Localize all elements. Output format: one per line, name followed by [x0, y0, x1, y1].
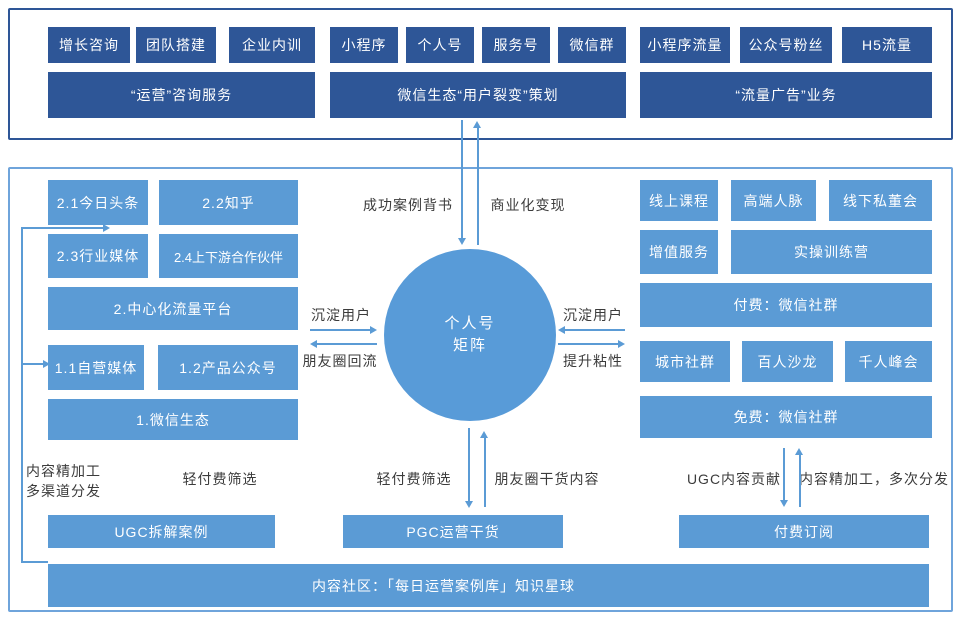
circle-text-line2: 矩阵 [452, 337, 487, 354]
personal-account-matrix-circle: 个人号 矩阵 [384, 249, 556, 421]
block-upstream-partners: 2.4上下游合作伙伴 [159, 234, 298, 278]
block-city-community: 城市社群 [640, 341, 730, 382]
label-paid-wechat-community: 付费：微信社群 [640, 283, 932, 327]
tab-h5-traffic: H5流量 [842, 27, 932, 63]
label-refine-line1: 内容精加工 [26, 463, 101, 479]
block-industry-media: 2.3行业媒体 [48, 234, 148, 278]
block-paid-subscription: 付费订阅 [679, 515, 929, 548]
tab-service-account: 服务号 [482, 27, 550, 63]
block-offline-private-board: 线下私董会 [829, 180, 932, 221]
tab-personal-account: 个人号 [406, 27, 474, 63]
tab-official-account-fans: 公众号粉丝 [740, 27, 832, 63]
label-user-fission-planning: 微信生态“用户裂变”策划 [330, 72, 626, 118]
label-centralized-traffic-platform: 2.中心化流量平台 [48, 287, 298, 330]
label-light-pay-filter-center: 轻付费筛选 [376, 471, 452, 487]
block-toutiao: 2.1今日头条 [48, 180, 148, 225]
label-commercial-monetization: 商业化变现 [490, 197, 566, 213]
label-settle-users-left: 沉淀用户 [311, 307, 371, 323]
tab-mini-program-traffic: 小程序流量 [640, 27, 730, 63]
label-wechat-ecosystem: 1.微信生态 [48, 399, 298, 440]
label-ugc-contribution: UGC内容贡献 [686, 471, 782, 487]
label-traffic-ad-business: “流量广告”业务 [640, 72, 932, 118]
block-product-official-account: 1.2产品公众号 [158, 345, 298, 390]
label-refine-redistribute: 内容精加工，多次分发 [799, 471, 949, 487]
block-zhihu: 2.2知乎 [159, 180, 298, 225]
block-online-course: 线上课程 [640, 180, 718, 221]
circle-text-line1: 个人号 [444, 314, 496, 332]
label-light-pay-filter-left: 轻付费筛选 [182, 471, 258, 487]
tab-team-building: 团队搭建 [136, 27, 216, 63]
top-section-frame [8, 8, 953, 140]
tab-wechat-group: 微信群 [558, 27, 626, 63]
tab-corporate-training: 企业内训 [229, 27, 315, 63]
block-pgc-operation-content: PGC运营干货 [343, 515, 563, 548]
label-improve-stickiness: 提升粘性 [563, 353, 623, 369]
tab-growth-consulting: 增长咨询 [48, 27, 130, 63]
label-operation-consulting-service: “运营”咨询服务 [48, 72, 315, 118]
block-self-media: 1.1自营媒体 [48, 345, 144, 390]
label-content-refine-multichannel: 内容精加工 多渠道分发 [26, 461, 116, 502]
block-hundred-salon: 百人沙龙 [742, 341, 833, 382]
label-moments-backflow: 朋友圈回流 [302, 353, 378, 369]
label-refine-line2: 多渠道分发 [26, 483, 101, 500]
block-value-added-service: 增值服务 [640, 230, 718, 274]
bottom-section-frame [8, 167, 953, 612]
label-success-case-endorsement: 成功案例背书 [363, 197, 453, 213]
label-free-wechat-community: 免费：微信社群 [640, 396, 932, 438]
bar-content-community: 内容社区：「每日运营案例库」知识星球 [48, 564, 929, 607]
block-highend-network: 高端人脉 [731, 180, 816, 221]
tab-mini-program: 小程序 [330, 27, 398, 63]
block-thousand-summit: 千人峰会 [845, 341, 932, 382]
label-moments-quality-content: 朋友圈干货内容 [494, 471, 600, 487]
block-ugc-case-breakdown: UGC拆解案例 [48, 515, 275, 548]
label-settle-users-right: 沉淀用户 [563, 307, 623, 323]
block-practical-training-camp: 实操训练营 [731, 230, 932, 274]
